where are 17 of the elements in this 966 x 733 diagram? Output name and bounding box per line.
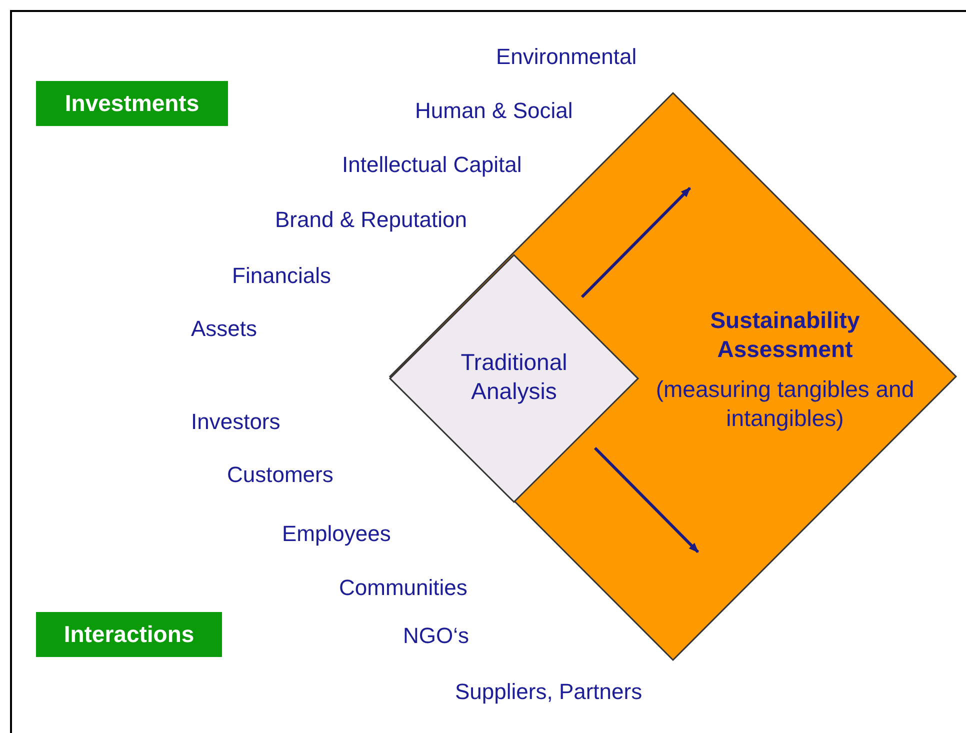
diamond-heading: Sustainability Assessment: [709, 306, 861, 364]
category-label: Customers: [227, 462, 334, 488]
diamond-text: (measuring tangibles and intangibles): [654, 375, 916, 433]
category-label: NGO‘s: [403, 623, 469, 649]
category-label: Communities: [339, 575, 468, 601]
category-label: Intellectual Capital: [342, 152, 522, 178]
category-box: Investments: [36, 81, 228, 126]
category-label: Assets: [191, 316, 258, 342]
category-label: Environmental: [496, 44, 637, 70]
diamond-text: Traditional Analysis: [460, 348, 568, 406]
category-label: Suppliers, Partners: [455, 679, 642, 705]
category-box: Interactions: [36, 612, 222, 657]
category-label: Financials: [232, 263, 332, 289]
category-label: Brand & Reputation: [275, 207, 468, 233]
category-label: Human & Social: [415, 98, 573, 124]
category-label: Investors: [191, 409, 280, 435]
category-label: Employees: [282, 521, 391, 547]
